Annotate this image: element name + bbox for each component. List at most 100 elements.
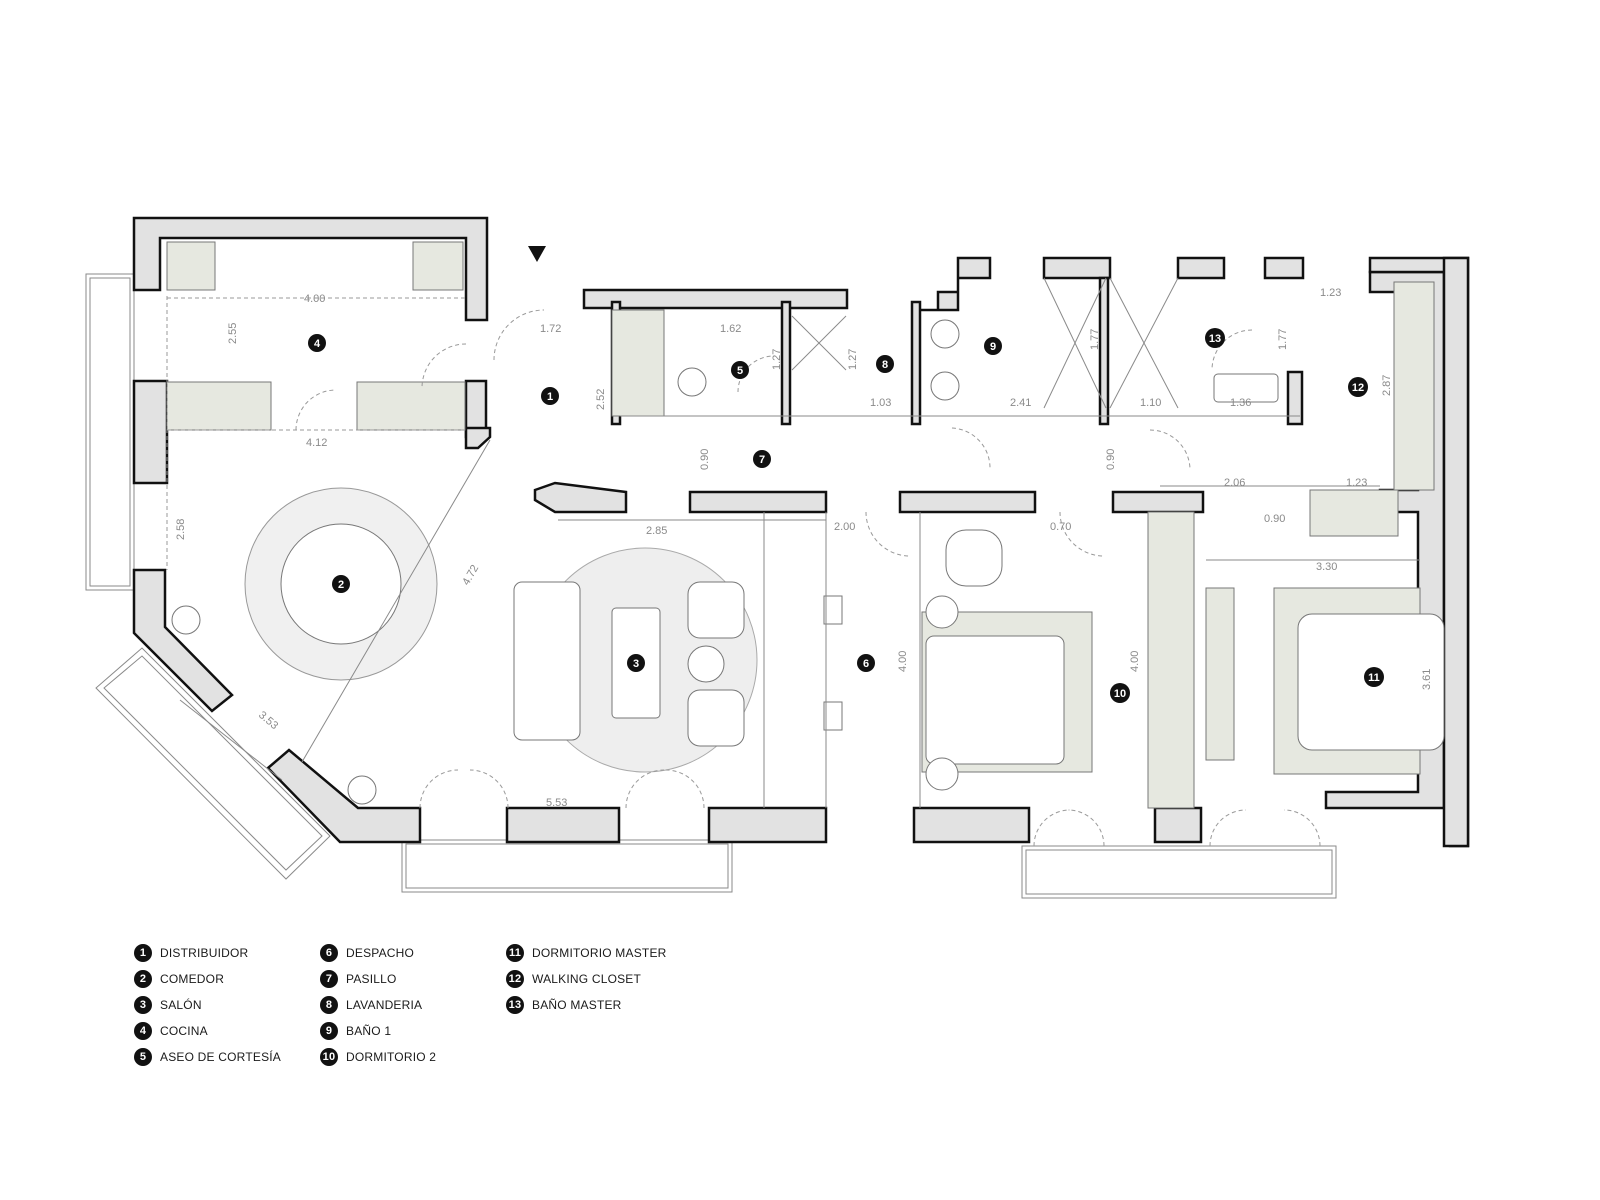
- walls: [132, 216, 1470, 848]
- legend-label: DISTRIBUIDOR: [160, 946, 249, 960]
- dim-label: 5.53: [546, 797, 567, 809]
- dim-label: 1.23: [1320, 287, 1341, 299]
- dim-label: 4.72: [460, 563, 481, 588]
- legend-label: SALÓN: [160, 998, 202, 1012]
- dim-label: 2.87: [1381, 375, 1393, 396]
- dim-label: 1.27: [847, 349, 859, 370]
- legend-number: 7: [320, 970, 338, 988]
- room-marker-6: 6: [857, 654, 875, 672]
- room-marker-2: 2: [332, 575, 350, 593]
- svg-text:1: 1: [547, 391, 553, 403]
- dim-label: 2.58: [175, 519, 187, 540]
- legend-label: DORMITORIO 2: [346, 1050, 437, 1064]
- legend-number: 1: [134, 944, 152, 962]
- dim-label: 3.30: [1316, 561, 1337, 573]
- dim-label: 3.61: [1421, 669, 1433, 690]
- legend-number: 8: [320, 996, 338, 1014]
- legend-label: DORMITORIO MASTER: [532, 946, 667, 960]
- dim-label: 4.00: [304, 293, 325, 305]
- legend-item: 4 COCINA: [134, 1018, 281, 1044]
- legend-number: 11: [506, 944, 524, 962]
- dim-label: 4.12: [306, 437, 327, 449]
- legend-item: 3 SALÓN: [134, 992, 281, 1018]
- dim-label: 1.10: [1140, 397, 1161, 409]
- dim-label: 2.00: [834, 521, 855, 533]
- dim-label: 2.06: [1224, 477, 1245, 489]
- legend-label: PASILLO: [346, 972, 397, 986]
- svg-text:5: 5: [737, 365, 743, 377]
- dim-label: 1.36: [1230, 397, 1251, 409]
- room-marker-9: 9: [984, 337, 1002, 355]
- detail-lines: [166, 277, 1420, 847]
- legend-item: 9 BAÑO 1: [320, 1018, 436, 1044]
- legend-column-2: 6 DESPACHO 7 PASILLO 8 LAVANDERIA 9 BAÑO 1 1…: [320, 940, 436, 1070]
- entrance-arrow-icon: [528, 246, 546, 262]
- legend-label: BAÑO MASTER: [532, 998, 622, 1012]
- dimension-labels: 4.00 2.55 4.12 1.72 2.52 1.62 1.27 1.27 …: [175, 287, 1433, 809]
- legend-label: LAVANDERIA: [346, 998, 423, 1012]
- dim-label: 0.90: [1105, 449, 1117, 470]
- legend-number: 3: [134, 996, 152, 1014]
- legend-number: 6: [320, 944, 338, 962]
- legend-number: 2: [134, 970, 152, 988]
- room-marker-8: 8: [876, 355, 894, 373]
- svg-text:13: 13: [1209, 333, 1221, 345]
- legend-label: COCINA: [160, 1024, 208, 1038]
- room-marker-11: 11: [1364, 667, 1384, 687]
- room-marker-5: 5: [731, 361, 749, 379]
- dim-label: 1.77: [1089, 329, 1101, 350]
- dim-label: 2.85: [646, 525, 667, 537]
- svg-text:3: 3: [633, 658, 639, 670]
- svg-text:11: 11: [1368, 672, 1380, 684]
- dim-label: 2.55: [227, 323, 239, 344]
- svg-text:2: 2: [338, 579, 344, 591]
- dim-label: 2.41: [1010, 397, 1031, 409]
- legend-label: DESPACHO: [346, 946, 415, 960]
- dim-label: 0.70: [1050, 521, 1071, 533]
- dim-label: 1.72: [540, 323, 561, 335]
- room-marker-12: 12: [1348, 377, 1368, 397]
- dim-label: 1.03: [870, 397, 891, 409]
- room-marker-13: 13: [1205, 328, 1225, 348]
- room-marker-3: 3: [627, 654, 645, 672]
- svg-text:7: 7: [759, 454, 765, 466]
- legend-number: 9: [320, 1022, 338, 1040]
- legend-number: 12: [506, 970, 524, 988]
- legend-item: 5 ASEO DE CORTESÍA: [134, 1044, 281, 1070]
- furniture: [166, 241, 1445, 809]
- dim-label: 0.90: [1264, 513, 1285, 525]
- room-marker-10: 10: [1110, 683, 1130, 703]
- legend-number: 5: [134, 1048, 152, 1066]
- svg-text:6: 6: [863, 658, 869, 670]
- svg-text:10: 10: [1114, 688, 1126, 700]
- legend-number: 10: [320, 1048, 338, 1066]
- dim-label: 1.62: [720, 323, 741, 335]
- dim-label: 1.23: [1346, 477, 1367, 489]
- legend-number: 4: [134, 1022, 152, 1040]
- dim-label: 4.00: [897, 651, 909, 672]
- legend-item: 1 DISTRIBUIDOR: [134, 940, 281, 966]
- svg-text:8: 8: [882, 359, 888, 371]
- legend-item: 7 PASILLO: [320, 966, 436, 992]
- dim-label: 2.52: [595, 389, 607, 410]
- dim-label: 1.27: [771, 349, 783, 370]
- legend-label: ASEO DE CORTESÍA: [160, 1050, 282, 1064]
- dim-label: 4.00: [1129, 651, 1141, 672]
- legend-label: BAÑO 1: [346, 1024, 392, 1038]
- svg-text:12: 12: [1352, 382, 1364, 394]
- svg-text:4: 4: [314, 338, 321, 350]
- dim-label: 0.90: [699, 449, 711, 470]
- room-markers: 1 2 3 4 5 6 7 8 9 10 11 12 13: [308, 328, 1384, 703]
- svg-text:9: 9: [990, 341, 996, 353]
- legend-item: 6 DESPACHO: [320, 940, 436, 966]
- dim-label: 1.77: [1277, 329, 1289, 350]
- legend-item: 10 DORMITORIO 2: [320, 1044, 436, 1070]
- legend-label: WALKING CLOSET: [532, 972, 642, 986]
- room-marker-4: 4: [308, 334, 326, 352]
